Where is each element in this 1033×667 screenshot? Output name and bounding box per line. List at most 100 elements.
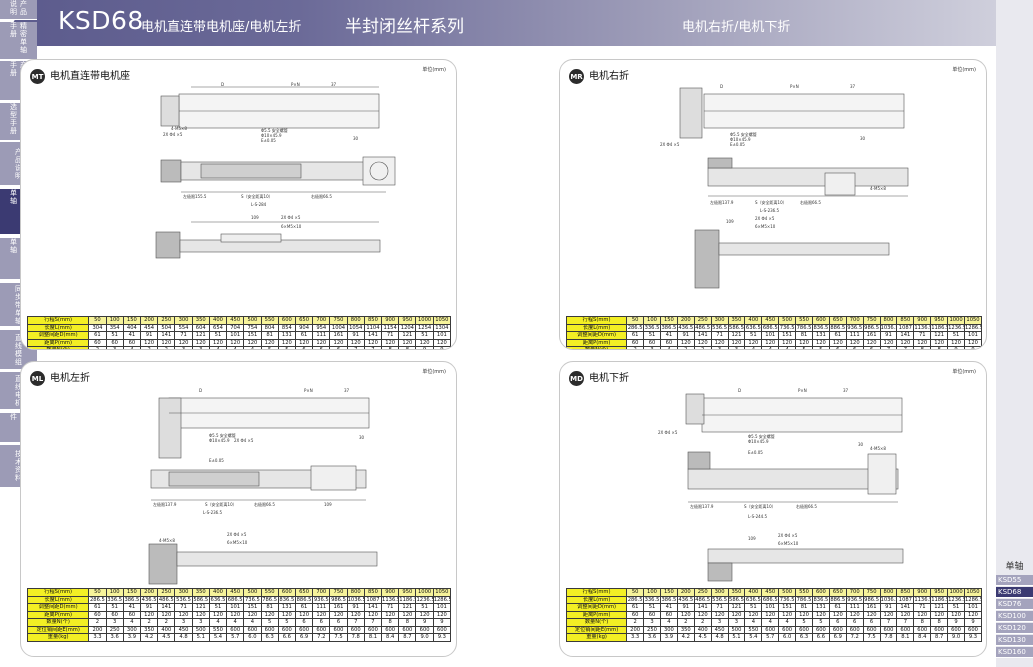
model-item-ksd160[interactable]: KSD160 [996, 647, 1033, 658]
row-header: 距离P(mm) [26, 338, 90, 347]
table-cell: 8 [930, 346, 949, 349]
dim-37: 37 [850, 84, 856, 89]
table-cell: 120 [346, 610, 365, 619]
table-cell: 1036.5 [879, 595, 898, 604]
table-cell: 1050 [963, 316, 983, 325]
table-cell: 120 [879, 610, 898, 619]
table-cell: 61 [828, 331, 847, 340]
table-cell: 9 [963, 346, 983, 349]
table-cell: 120 [277, 610, 296, 619]
row-header: 长度L(mm) [26, 595, 90, 604]
table-cell: 71 [381, 331, 400, 340]
table-cell: 141 [157, 331, 176, 340]
dim-stroke: S（安全距离10） [744, 503, 776, 509]
panel-badge: MR [569, 69, 584, 84]
model-item-ksd55[interactable]: KSD55 [996, 575, 1033, 586]
model-item-ksd130[interactable]: KSD130 [996, 635, 1033, 646]
dim-left-limit: 左极限155.5 [183, 193, 207, 199]
unit-label: 单位(mm) [952, 369, 976, 375]
table-cell: 6 [329, 618, 348, 627]
table-cell: 101 [226, 331, 245, 340]
table-cell: 200 [88, 625, 107, 634]
table-cell: 151 [243, 603, 262, 612]
nav-tab-0[interactable]: 产品说明 [0, 0, 37, 20]
table-cell: 5.1 [727, 633, 746, 642]
table-cell: 600 [828, 625, 847, 634]
row-header: 调整间距D(mm) [565, 603, 628, 612]
table-cell: 386.5 [122, 595, 141, 604]
subtitle-right: 电机右折/电机下折 [682, 20, 791, 35]
nav-tab-1[interactable]: 精密单轴手册 [0, 22, 37, 60]
table-cell: 161 [862, 603, 881, 612]
table-cell: 4 [243, 346, 262, 349]
table-cell: 750 [862, 316, 881, 325]
dim-end3: 6×M5×10 [778, 541, 799, 546]
table-cell: 121 [398, 331, 417, 340]
table-cell: 250 [105, 625, 124, 634]
table-cell: 4 [744, 346, 763, 349]
table-cell: 336.5 [643, 595, 661, 604]
table-cell: 354 [105, 323, 124, 332]
table-cell: 900 [913, 316, 932, 325]
table-cell: 2 [693, 618, 712, 627]
table-cell: 636.5 [744, 595, 763, 604]
table-cell: 71 [913, 331, 932, 340]
table-cell: 7 [346, 618, 365, 627]
table-cell: 804 [260, 323, 279, 332]
table-cell: 304 [88, 323, 107, 332]
table-cell: 4 [778, 618, 797, 627]
table-cell: 81 [260, 331, 279, 340]
table-cell: 7.2 [845, 633, 864, 642]
table-cell: 8 [913, 618, 932, 627]
table-cell: 131 [277, 603, 296, 612]
table-cell: 550 [795, 588, 813, 597]
table-cell: 1087 [896, 323, 915, 332]
table-cell: 250 [693, 316, 712, 325]
dim-hole1: Φ5.5 安全螺管 [209, 432, 236, 438]
model-item-ksd120[interactable]: KSD120 [996, 623, 1033, 634]
table-cell: 60 [626, 610, 645, 619]
table-cell: 600 [277, 588, 296, 597]
table-cell: 1000 [947, 588, 965, 597]
table-cell: 3 [174, 618, 193, 627]
table-cell: 900 [381, 316, 400, 325]
table-cell: 101 [963, 331, 983, 340]
table-cell: 600 [879, 625, 898, 634]
model-item-ksd76[interactable]: KSD76 [996, 599, 1033, 610]
table-cell: 854 [277, 323, 296, 332]
table-cell: 120 [727, 338, 746, 347]
table-cell: 150 [122, 588, 141, 597]
table-cell: 750 [329, 588, 348, 597]
table-cell: 60 [88, 610, 107, 619]
table-cell: 141 [363, 603, 383, 612]
technical-drawing: D P×N 37 30 Φ5.5 安全螺管 Φ10×45.9 E±0.05 2X… [129, 384, 439, 620]
table-cell: 1236.5 [415, 595, 434, 604]
table-cell: 600 [862, 625, 881, 634]
table-cell: 1204 [398, 323, 417, 332]
table-cell: 1236.5 [947, 323, 965, 332]
table-cell: 120 [744, 610, 763, 619]
dim-37: 37 [331, 82, 337, 87]
table-cell: 436.5 [139, 595, 159, 604]
table-cell: 9 [432, 618, 452, 627]
table-cell: 71 [913, 603, 932, 612]
table-cell: 850 [363, 588, 383, 597]
technical-drawing: D P×N 37 30 Φ5.5 安全螺管 Φ10×45.9 E±0.05 2X… [660, 78, 970, 310]
table-cell: 120 [795, 610, 813, 619]
table-cell: 120 [896, 338, 915, 347]
table-cell: 600 [381, 625, 400, 634]
model-item-ksd68[interactable]: KSD68 [996, 587, 1033, 598]
table-cell: 8 [381, 346, 400, 349]
table-cell: 151 [778, 603, 797, 612]
table-cell: 101 [761, 603, 780, 612]
table-cell: 2 [676, 618, 695, 627]
table-cell: 120 [312, 610, 331, 619]
table-cell: 586.5 [191, 595, 210, 604]
model-item-ksd100[interactable]: KSD100 [996, 611, 1033, 622]
table-cell: 200 [676, 316, 695, 325]
model-title: KSD68 [58, 6, 144, 35]
table-cell: 800 [879, 588, 898, 597]
row-header: 数量N(个) [26, 346, 90, 349]
